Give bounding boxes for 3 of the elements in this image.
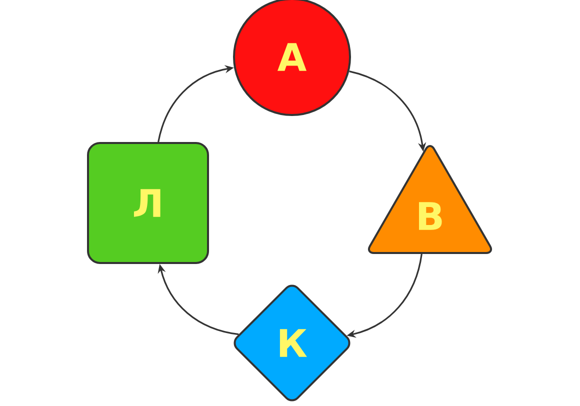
triangle-node: В xyxy=(368,145,492,254)
square-node: Л xyxy=(87,142,209,264)
diamond-node: К xyxy=(234,284,350,402)
